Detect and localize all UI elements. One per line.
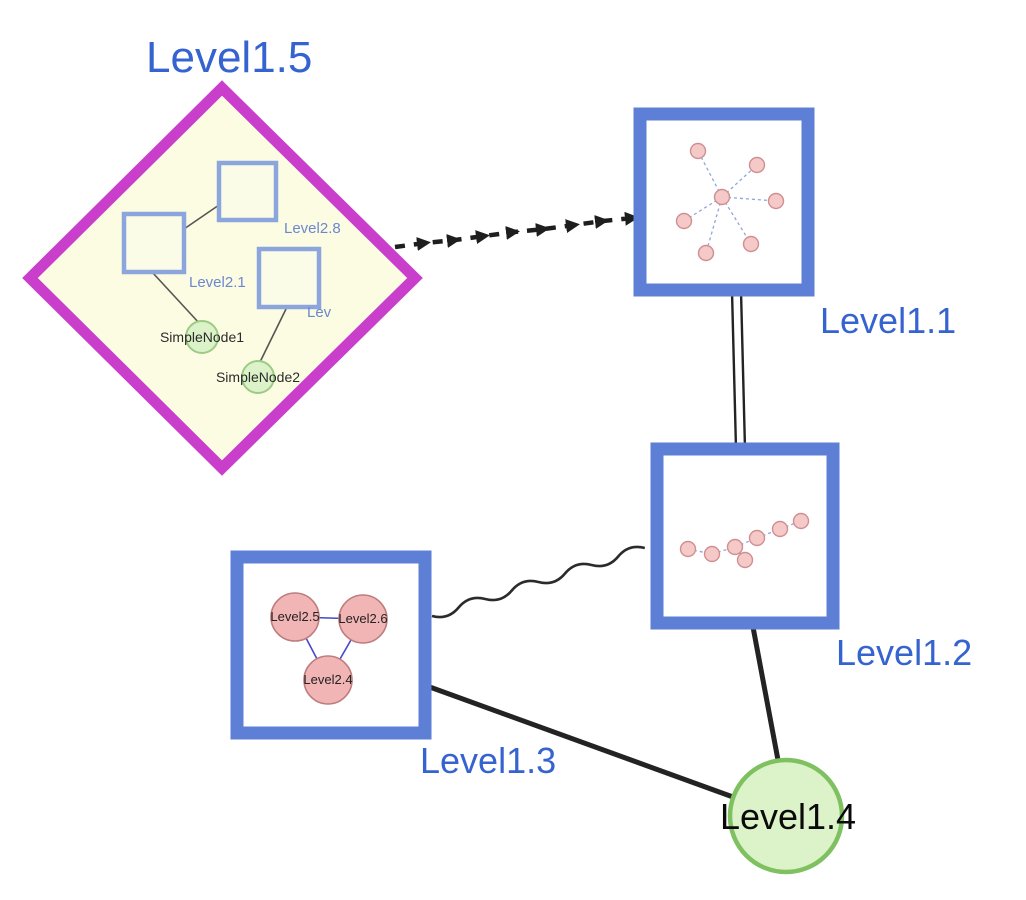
label-level11: Level1.1 [820, 300, 956, 341]
mini-node [748, 156, 766, 174]
mini-node [703, 545, 721, 563]
node-level15-diamond[interactable] [22, 80, 423, 476]
mini-node [792, 512, 810, 530]
node-level25-circle[interactable] [270, 592, 320, 642]
edges-layer [394, 211, 781, 800]
label-simplenode2: SimpleNode2 [216, 369, 300, 385]
mini-node [713, 188, 731, 206]
node-simplenode2-circle[interactable] [241, 360, 275, 394]
edge-dashed-arrow-level15-to-level11[interactable] [394, 211, 639, 251]
node-simplenode1-circle[interactable] [185, 320, 219, 354]
node-level14-circle[interactable] [727, 757, 845, 875]
mini-edge [697, 150, 723, 198]
label-level25: Level2.5 [270, 609, 319, 624]
group-node-level15: Level1.5 Level2.8 Level2.1 Lev SimpleNod… [22, 33, 423, 476]
mini-node [771, 520, 789, 538]
mini-node [742, 235, 760, 253]
edge-double-line-a-level11-to-level12[interactable] [730, 290, 738, 450]
label-level24: Level2.4 [303, 672, 352, 687]
label-simplenode1: SimpleNode1 [160, 329, 244, 345]
edge-wavy-level13-to-level12[interactable] [431, 545, 646, 619]
inner-edge-lev-simplenode2 [259, 306, 288, 363]
edge-level12-to-level14[interactable] [750, 624, 781, 763]
edge-level13-to-level14[interactable] [424, 683, 736, 800]
node-level28-square[interactable] [216, 160, 279, 223]
circle-node-level14: Level1.4 [720, 757, 856, 875]
mini-node [679, 540, 697, 558]
label-level15: Level1.5 [146, 33, 312, 82]
level13-inner-graph: Level2.5 Level2.6 Level2.4 [270, 592, 388, 705]
mini-node [697, 244, 715, 262]
label-level28: Level2.8 [284, 220, 341, 237]
label-level26: Level2.6 [338, 611, 387, 626]
mini-node [736, 551, 754, 569]
label-level14: Level1.4 [720, 796, 856, 837]
node-level24-circle[interactable] [303, 655, 353, 705]
inner-edge-level21-level28 [183, 204, 220, 230]
node-lev-square[interactable] [256, 246, 322, 310]
label-level21: Level2.1 [189, 274, 246, 291]
inner-edge-level21-simplenode1 [151, 271, 201, 325]
mini-node [689, 142, 707, 160]
group-node-level13: Level2.5 Level2.6 Level2.4 Level1.3 [230, 550, 556, 781]
label-level12: Level1.2 [836, 632, 972, 673]
node-level26-circle[interactable] [338, 594, 388, 644]
node-level12-box[interactable] [650, 442, 840, 630]
mini-node [726, 538, 744, 556]
group-node-level12: Level1.2 [650, 442, 972, 673]
node-level21-square[interactable] [121, 211, 187, 275]
node-level13-box[interactable] [230, 550, 432, 740]
label-level13: Level1.3 [420, 740, 556, 781]
mini-node [767, 192, 785, 210]
mini-node [748, 529, 766, 547]
mini-edge [705, 196, 723, 254]
level12-inner-graph [679, 512, 810, 569]
group-node-level11: Level1.1 [633, 107, 956, 341]
mini-node [675, 212, 693, 230]
edge-double-line-b-level11-to-level12[interactable] [739, 290, 747, 450]
label-lev: Lev [307, 304, 332, 321]
level11-inner-graph [675, 142, 785, 262]
